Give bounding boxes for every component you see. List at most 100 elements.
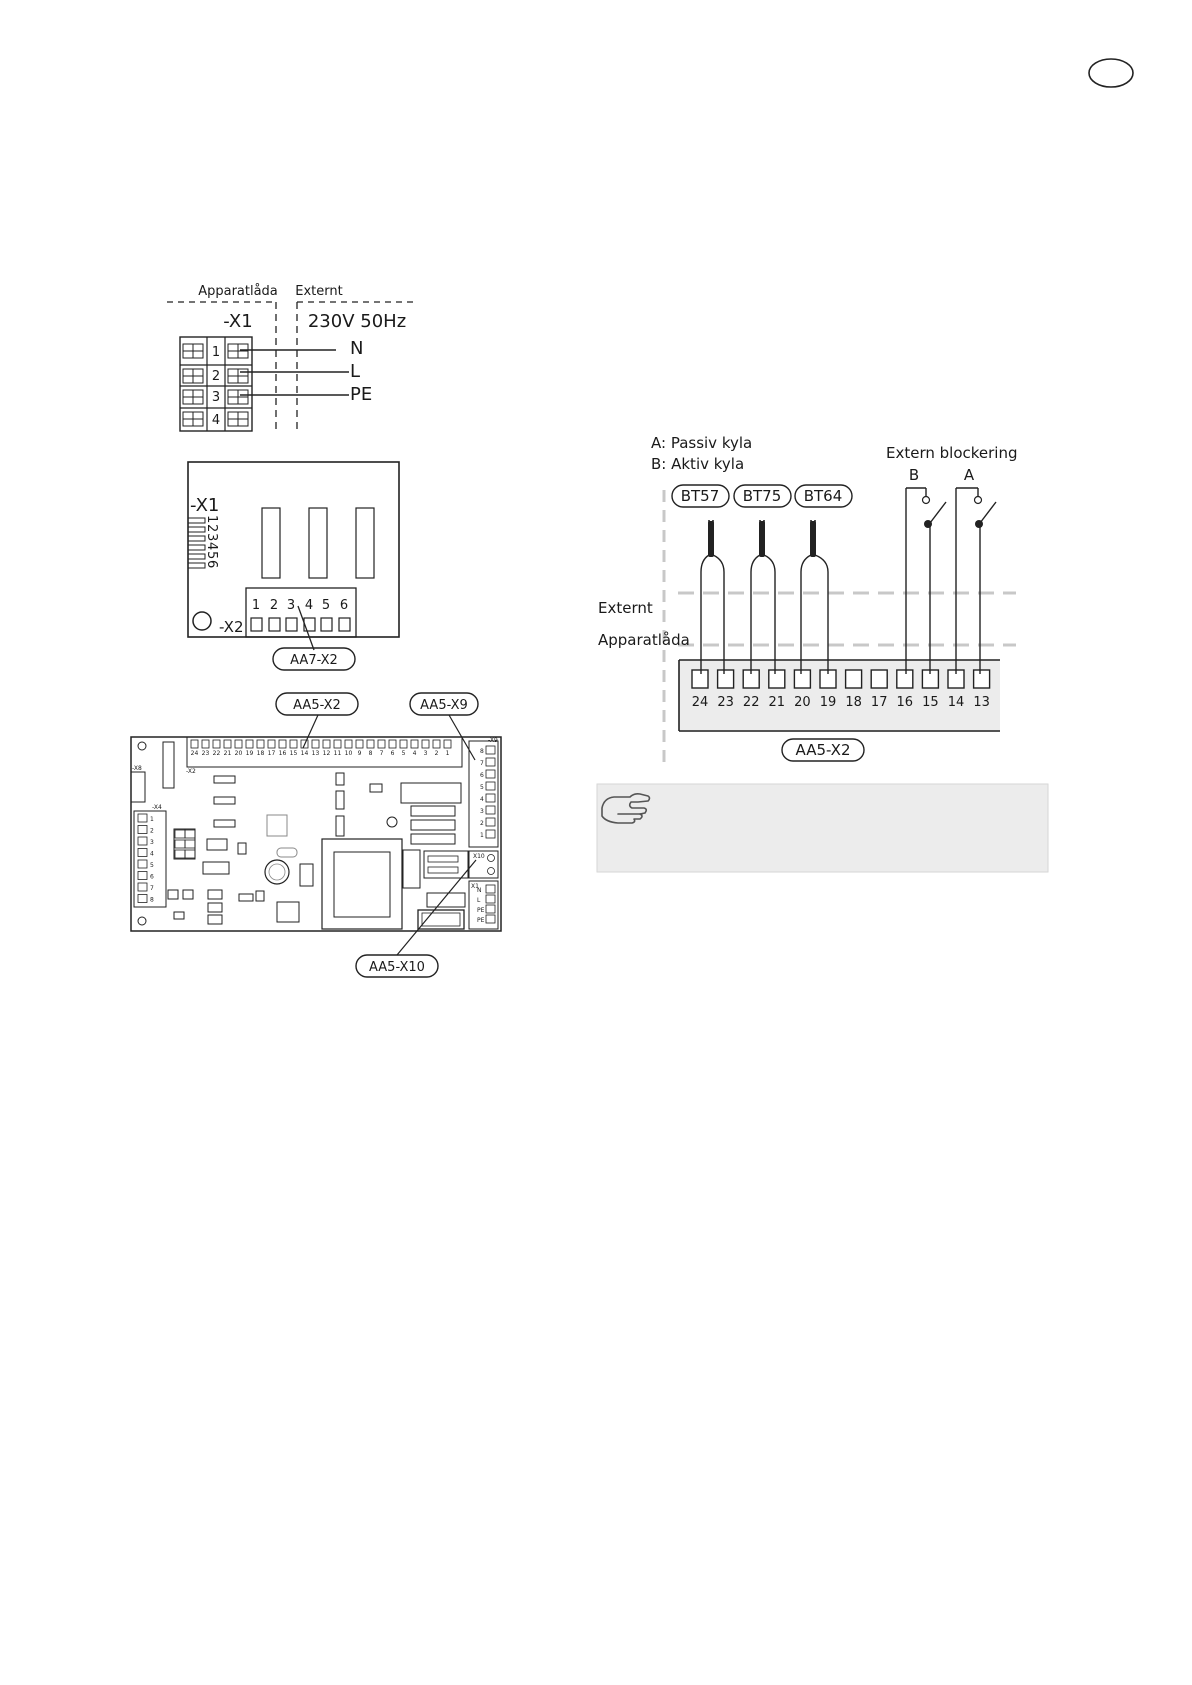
aa5-x1-terminal-number: PE [477,907,485,914]
aa5-x4-terminal-number: 3 [150,839,154,846]
terminal-label: -X1 [223,311,252,332]
aa7-x2-label: -X2 [219,618,244,636]
cooling-terminal [896,669,914,689]
aa5-x4-terminal-number: 6 [150,874,154,881]
aa5-x2-terminal [421,739,430,749]
conductor-label: N [350,338,363,359]
aa7-board [187,461,400,671]
legend-active-cooling: B: Aktiv kyla [651,455,744,473]
supply-diagram [167,301,415,432]
aa5-x2-terminal [410,739,419,749]
cooling-x2-callout: AA5-X2 [796,741,851,759]
aa5-x2-terminal-number: 10 [345,750,353,757]
cooling-terminal [793,669,812,689]
aa7-x1-number: 3 [204,533,219,541]
aa5-x2-terminal-number: 22 [213,750,221,757]
aa7-x2-number: 1 [252,598,260,613]
aa5-x2-terminal-number: 14 [301,750,309,757]
cooling-terminal-number: 17 [871,695,888,710]
aa5-x9-terminal-number: 8 [480,748,484,755]
conductor-label: L [350,361,360,382]
aa5-x2-terminal-number: 15 [290,750,298,757]
cooling-terminal [768,669,786,689]
aa5-x2-terminal [256,739,265,749]
aa5-x2-terminal [223,739,232,749]
cooling-terminal-number: 13 [973,695,990,710]
note-box [596,783,1049,873]
aa5-x4-terminal [137,871,148,880]
aa5-x9-terminal [485,757,496,767]
aa5-x2-terminal [443,739,452,749]
aa5-x4-terminal-number: 5 [150,862,154,869]
aa5-x9-terminal-number: 3 [480,808,484,815]
aa7-x1-label: -X1 [190,495,219,516]
aa5-x4-terminal [137,848,148,857]
position-number: 3 [212,390,220,405]
aa5-x2-terminal-number: 8 [369,750,373,757]
aa5-x9-terminal [485,769,496,779]
cooling-terminal-number: 21 [769,695,786,710]
aa5-x9-terminal [485,781,496,791]
cooling-terminal [691,669,709,689]
aa5-x4-terminal-number: 1 [150,816,154,823]
aa7-board-labels: -X1 1 2 3 4 5 6 -X2 1 2 3 4 5 6 AA7-X2 [190,495,348,668]
cooling-terminal [870,669,888,689]
aa5-x4-terminal-number: 4 [150,851,154,858]
aa7-x2-number: 3 [287,598,295,613]
cooling-terminal-number: 19 [820,695,837,710]
position-number: 1 [212,345,220,360]
aa5-x1-terminal [485,914,496,924]
aa5-x2-terminal-number: 18 [257,750,265,757]
aa5-x2-terminal [399,739,408,749]
aa5-x1-terminal [485,894,496,904]
supply-label: 230V 50Hz [308,311,406,332]
aa5-x2-terminal [278,739,287,749]
aa5-x1-terminal-number: N [477,887,482,894]
aa5-x8-small-label: -X8 [132,765,142,772]
aa5-x9-terminal-number: 6 [480,772,484,779]
cooling-terminal-number: 18 [845,695,862,710]
aa5-x2-terminal-number: 4 [413,750,417,757]
aa5-x2-terminal [267,739,276,749]
aa7-x2-number: 5 [322,598,330,613]
aa5-x4-terminal [137,813,148,823]
aa5-x2-terminal-number: 21 [224,750,232,757]
aa5-x4-terminal [137,836,148,846]
aa5-x9-terminal-number: 2 [480,820,484,827]
aa7-x1-number: 4 [204,542,219,550]
aa5-x2-small-label: -X2 [186,768,196,775]
aa7-x1-number: 6 [204,560,219,568]
aa5-x2-terminal [190,739,199,749]
aa5-x2-callout: AA5-X2 [293,698,341,713]
cooling-terminal [844,669,863,689]
aa5-x2-terminal [234,739,243,749]
aa5-x2-terminal-number: 3 [424,750,428,757]
aa5-board [130,692,502,978]
aa5-x4-terminal-number: 7 [150,885,154,892]
zone-internal-label: Apparatlåda [598,631,690,649]
aa5-x2-terminal-number: 6 [391,750,395,757]
aa5-x4-terminal [137,825,148,834]
aa5-x2-terminal-number: 24 [191,750,199,757]
aa5-x2-terminal-number: 23 [202,750,210,757]
aa5-x1-terminal [485,904,496,914]
aa5-x9-terminal-number: 7 [480,760,484,767]
external-blocking-title: Extern blockering [886,444,1018,462]
aa5-x2-terminal-number: 5 [402,750,406,757]
aa5-x9-small-label: -X9 [488,737,498,744]
aa5-x2-terminal-number: 11 [334,750,342,757]
aa5-x9-terminal-number: 5 [480,784,484,791]
aa5-x9-callout: AA5-X9 [420,698,468,713]
supply-diagram-labels: Apparatlåda Externt -X1 230V 50Hz 1 2 3 … [198,284,406,428]
sensor-label: BT57 [681,487,720,505]
switch-b-label: B [909,466,919,484]
cooling-terminal-number: 14 [948,695,965,710]
cooling-terminal-number: 23 [717,695,734,710]
aa5-x2-terminal [388,739,397,749]
aa5-x9-terminal [485,817,496,827]
aa5-x4-terminal-number: 8 [150,897,154,904]
aa7-x2-number: 2 [270,598,278,613]
country-badge [1088,58,1134,88]
